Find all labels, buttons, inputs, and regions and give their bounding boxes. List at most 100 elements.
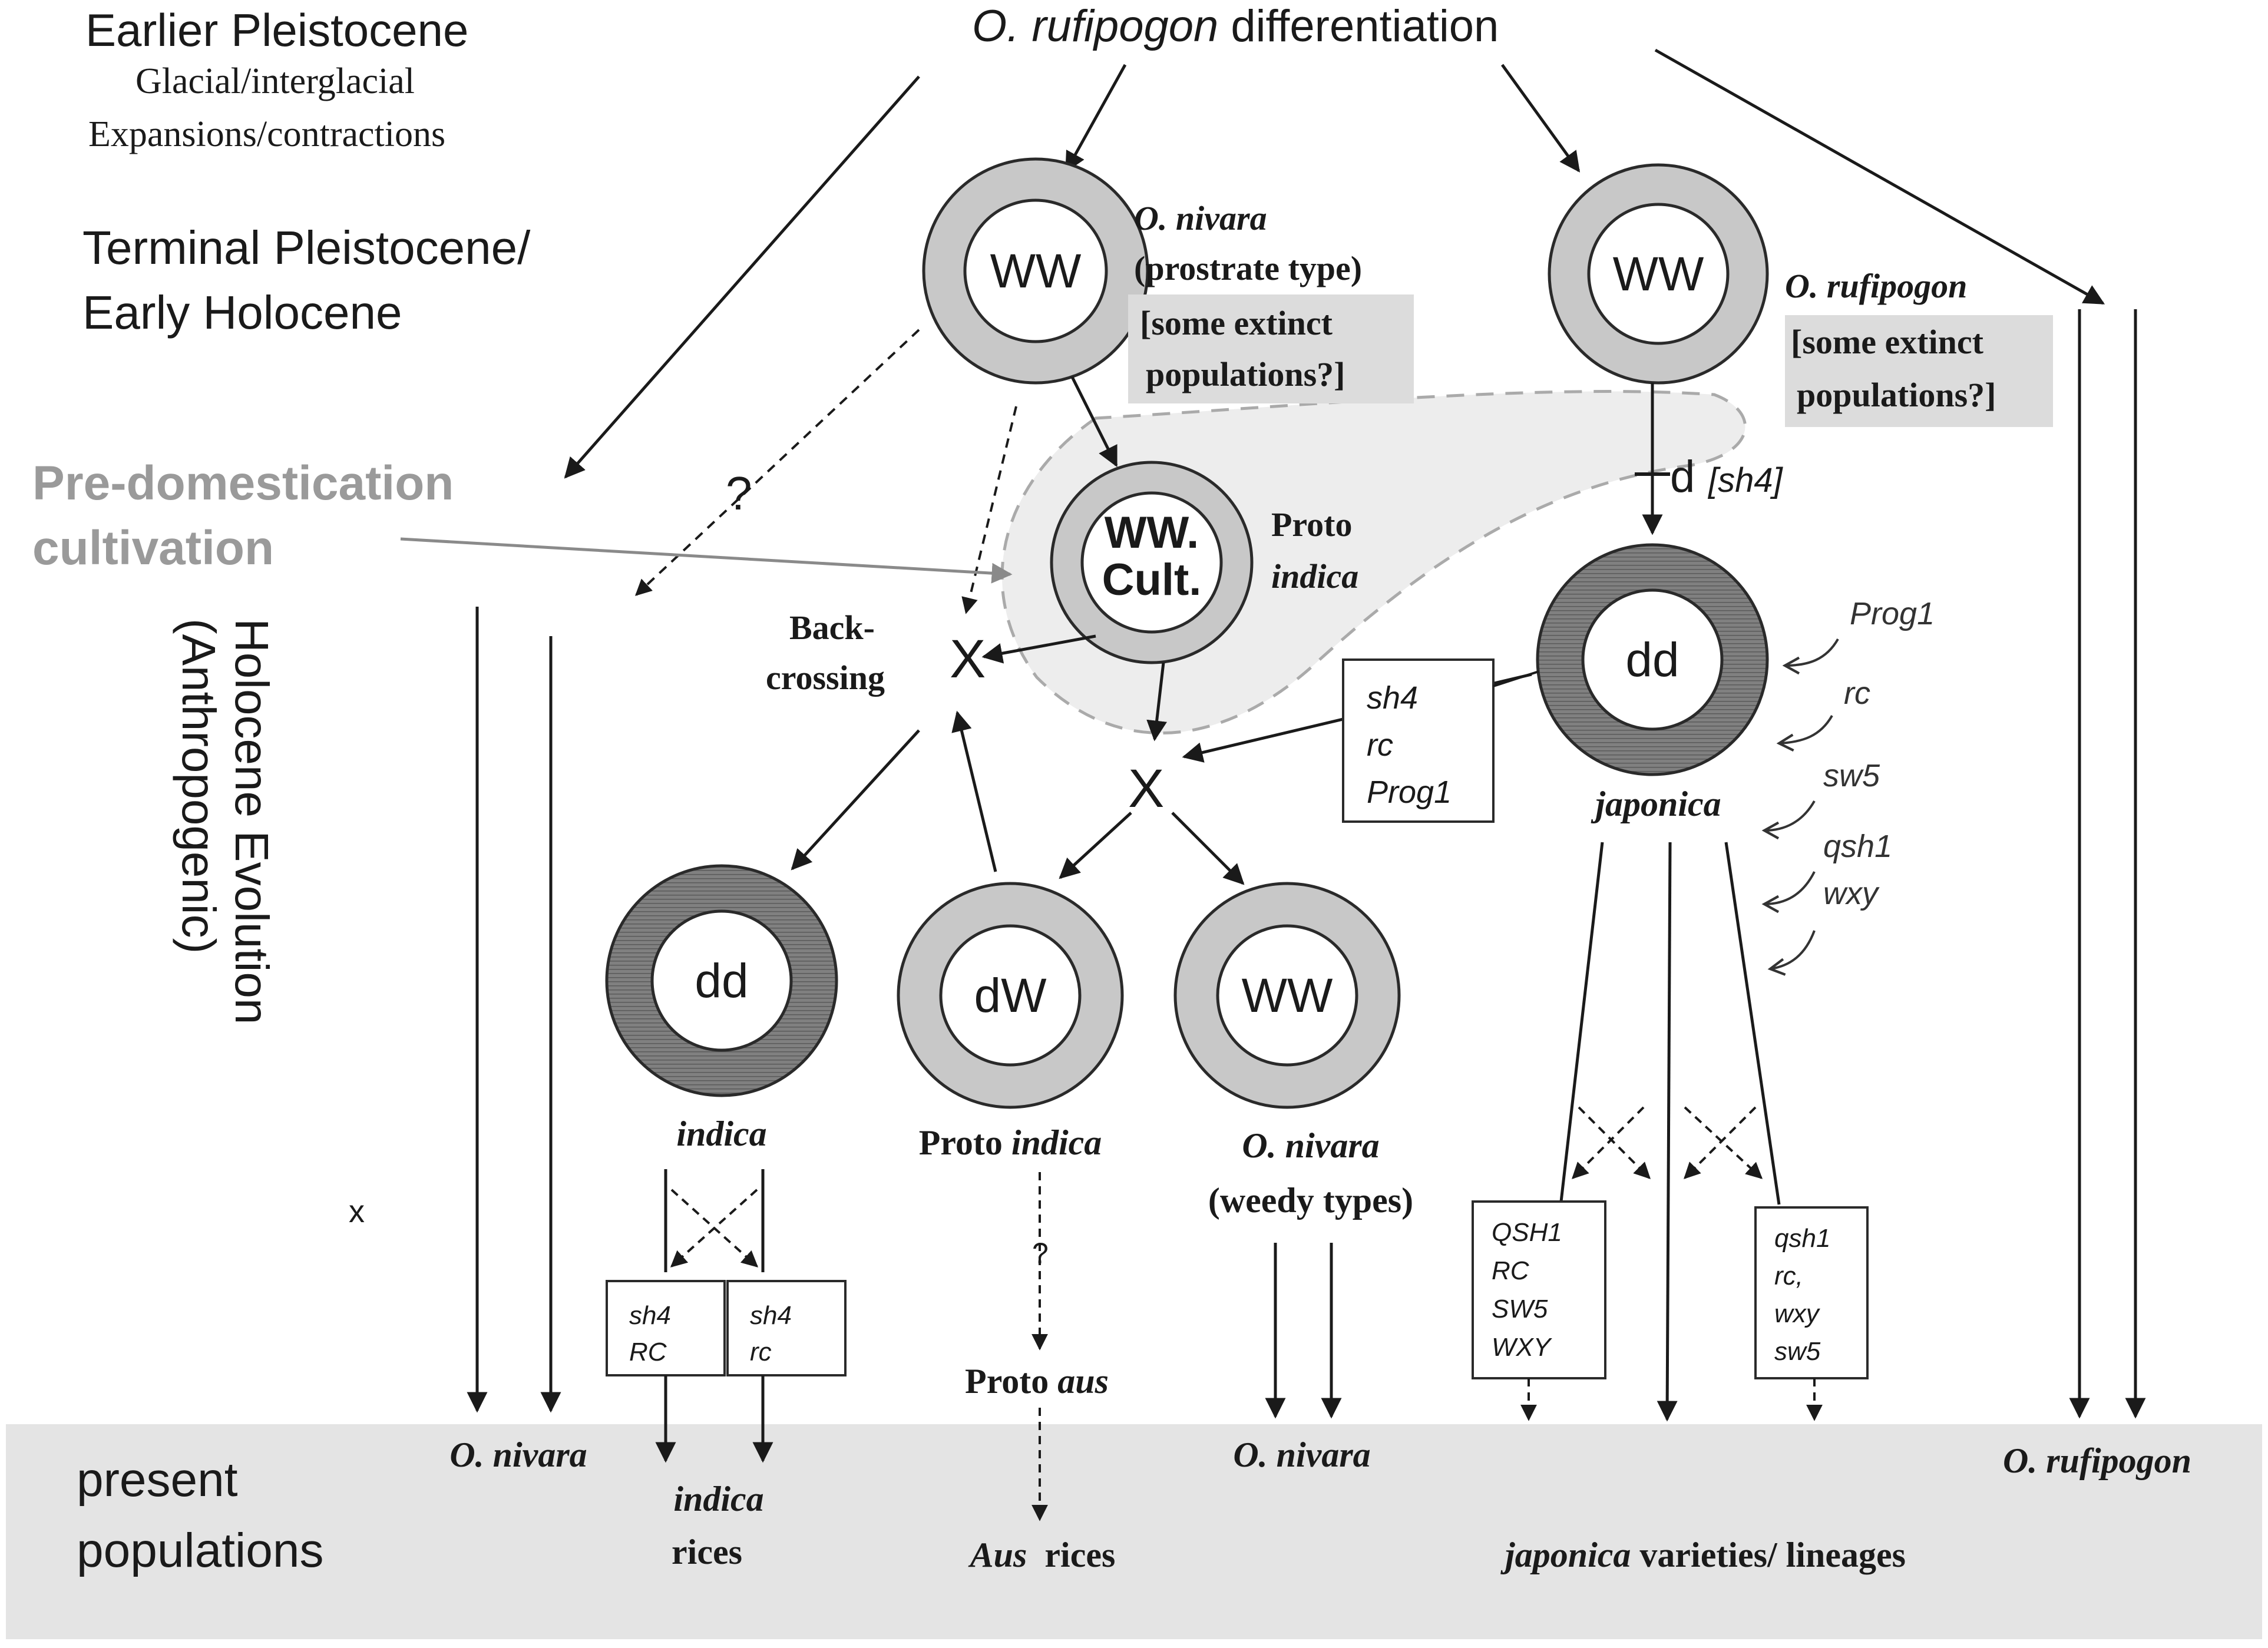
gene-label: sw5 — [1774, 1337, 1821, 1366]
period-terminal-1: Terminal Pleistocene/ — [82, 221, 531, 274]
header-title: O. rufipogon differentiation — [972, 1, 1499, 51]
gene-label: Prog1 — [1367, 775, 1452, 810]
nivara-weedy-note: (weedy types) — [1208, 1181, 1413, 1220]
genotype-label-1: WW. — [1105, 508, 1199, 558]
mutation-d: d — [1670, 452, 1695, 502]
nivara-extinct-2: populations?] — [1146, 355, 1345, 393]
gene-box-indica-right: sh4 rc — [726, 1280, 847, 1376]
gene-label: sh4 — [1367, 680, 1418, 716]
arrow-backcross-to-indica — [791, 729, 920, 871]
backcrossing-label-2: crossing — [766, 658, 885, 697]
genotype-label: WW — [1613, 247, 1704, 301]
japonica-gene: qsh1 — [1823, 829, 1892, 864]
japonica-name: japonica — [1591, 785, 1721, 823]
gene-label: rc — [1367, 727, 1393, 763]
genotype-label-2: Cult. — [1102, 555, 1202, 605]
nivara-prostrate-name: O. nivara — [1134, 199, 1267, 237]
japonica-gene: rc — [1844, 676, 1870, 711]
japonica-line-1 — [1559, 842, 1604, 1202]
node-japonica: dd — [1536, 543, 1769, 776]
period-holocene-2: (Anthropogenic) — [173, 618, 225, 954]
japonica-gene: sw5 — [1823, 758, 1880, 793]
proto-aus-label: Proto aus — [965, 1362, 1109, 1401]
period-predomestication-2: cultivation — [32, 521, 274, 575]
japonica-gene-arrow — [1767, 930, 1816, 976]
gene-box-frame — [1342, 658, 1495, 823]
backcrossing-label-1: Back- — [789, 608, 875, 647]
genotype-label: dW — [974, 969, 1047, 1022]
node-indica: dd — [605, 864, 838, 1097]
genotype-label: dd — [695, 954, 748, 1008]
period-earlier-pleistocene: Earlier Pleistocene — [85, 4, 468, 56]
japonica-line-3 — [1724, 842, 1781, 1205]
present-band — [6, 1424, 2262, 1639]
gene-label: wxy — [1774, 1299, 1821, 1328]
japonica-gene-arrow — [1782, 638, 1839, 675]
gene-label: rc — [750, 1338, 772, 1366]
transfer-box-connector — [1493, 670, 1539, 687]
genotype-label: WW — [990, 244, 1082, 298]
present-indica-2: rices — [672, 1533, 742, 1571]
gene-label: QSH1 — [1492, 1218, 1562, 1247]
present-nivara-right: O. nivara — [1233, 1435, 1370, 1474]
arrow-header-to-predom — [564, 75, 920, 479]
arrow-cross-to-nivara-weedy — [1171, 812, 1245, 885]
gene-box-frame — [1472, 1200, 1606, 1379]
arrow-proto-indica-to-backcross — [951, 710, 997, 872]
gene-label: WXY — [1492, 1333, 1552, 1362]
present-japonica: japonica varieties/ lineages — [1500, 1536, 1906, 1574]
gene-label: sh4 — [750, 1301, 792, 1330]
arrow-cross-to-proto-indica — [1059, 812, 1132, 879]
gene-box-frame — [606, 1280, 726, 1376]
nivara-extinct-highlight — [1128, 294, 1414, 403]
present-indica-1: indica — [673, 1480, 763, 1518]
gene-label: RC — [629, 1338, 667, 1366]
arrow-predomestication-to-zone — [400, 537, 1013, 584]
rufipogon-name: O. rufipogon — [1785, 267, 1967, 305]
japonica-gene: Prog1 — [1850, 596, 1935, 631]
gene-box-frame — [726, 1280, 847, 1376]
rufipogon-extinct-highlight — [1785, 315, 2053, 427]
backcross-symbol: X — [950, 629, 986, 689]
gene-label: sh4 — [629, 1301, 671, 1330]
proto-indica-name: Proto indica — [919, 1123, 1102, 1162]
arrow-header-to-rufipogon — [1500, 64, 1581, 173]
node-nivara-prostrate: WW — [922, 157, 1149, 385]
proto-cult-label-2: indica — [1271, 557, 1358, 595]
gene-label: RC — [1492, 1256, 1530, 1285]
dashed-arrow-nivara-to-backcross — [961, 406, 1017, 614]
node-rufipogon: WW — [1548, 163, 1769, 385]
japonica-gene-arrow — [1761, 871, 1816, 914]
cross-symbol: X — [1128, 759, 1164, 819]
arrow-header-to-rufipogon-lineage — [1654, 48, 2105, 305]
japonica-gene-arrow — [1776, 715, 1833, 752]
gene-label: qsh1 — [1774, 1224, 1830, 1253]
arrow-proto-cult-to-cross — [1146, 662, 1167, 742]
present-rufipogon: O. rufipogon — [2003, 1441, 2191, 1480]
small-x-mark: x — [349, 1194, 365, 1229]
arrow-header-to-nivara — [1064, 64, 1127, 173]
nivara-prostrate-note: (prostrate type) — [1134, 249, 1362, 287]
node-proto-indica: dW — [897, 882, 1124, 1109]
indica-name: indica — [676, 1114, 766, 1153]
genotype-label: dd — [1625, 633, 1679, 687]
node-nivara-weedy: WW — [1173, 882, 1401, 1109]
period-present-1: present — [77, 1453, 238, 1507]
gene-box-frame — [1754, 1206, 1869, 1379]
nivara-extinct-1: [some extinct — [1140, 304, 1333, 342]
period-present-2: populations — [77, 1524, 323, 1577]
arrow-proto-cult-to-backcross — [981, 634, 1096, 664]
japonica-cross-dashed-3 — [1684, 1106, 1763, 1179]
gene-label: SW5 — [1492, 1295, 1548, 1323]
proto-cult-label-1: Proto — [1271, 505, 1352, 544]
question-mark-top: ? — [726, 467, 752, 519]
node-proto-indica-cultivated: WW. Cult. — [1050, 461, 1254, 664]
japonica-gene-arrow — [1761, 800, 1816, 840]
nivara-weedy-name: O. nivara — [1242, 1126, 1379, 1165]
